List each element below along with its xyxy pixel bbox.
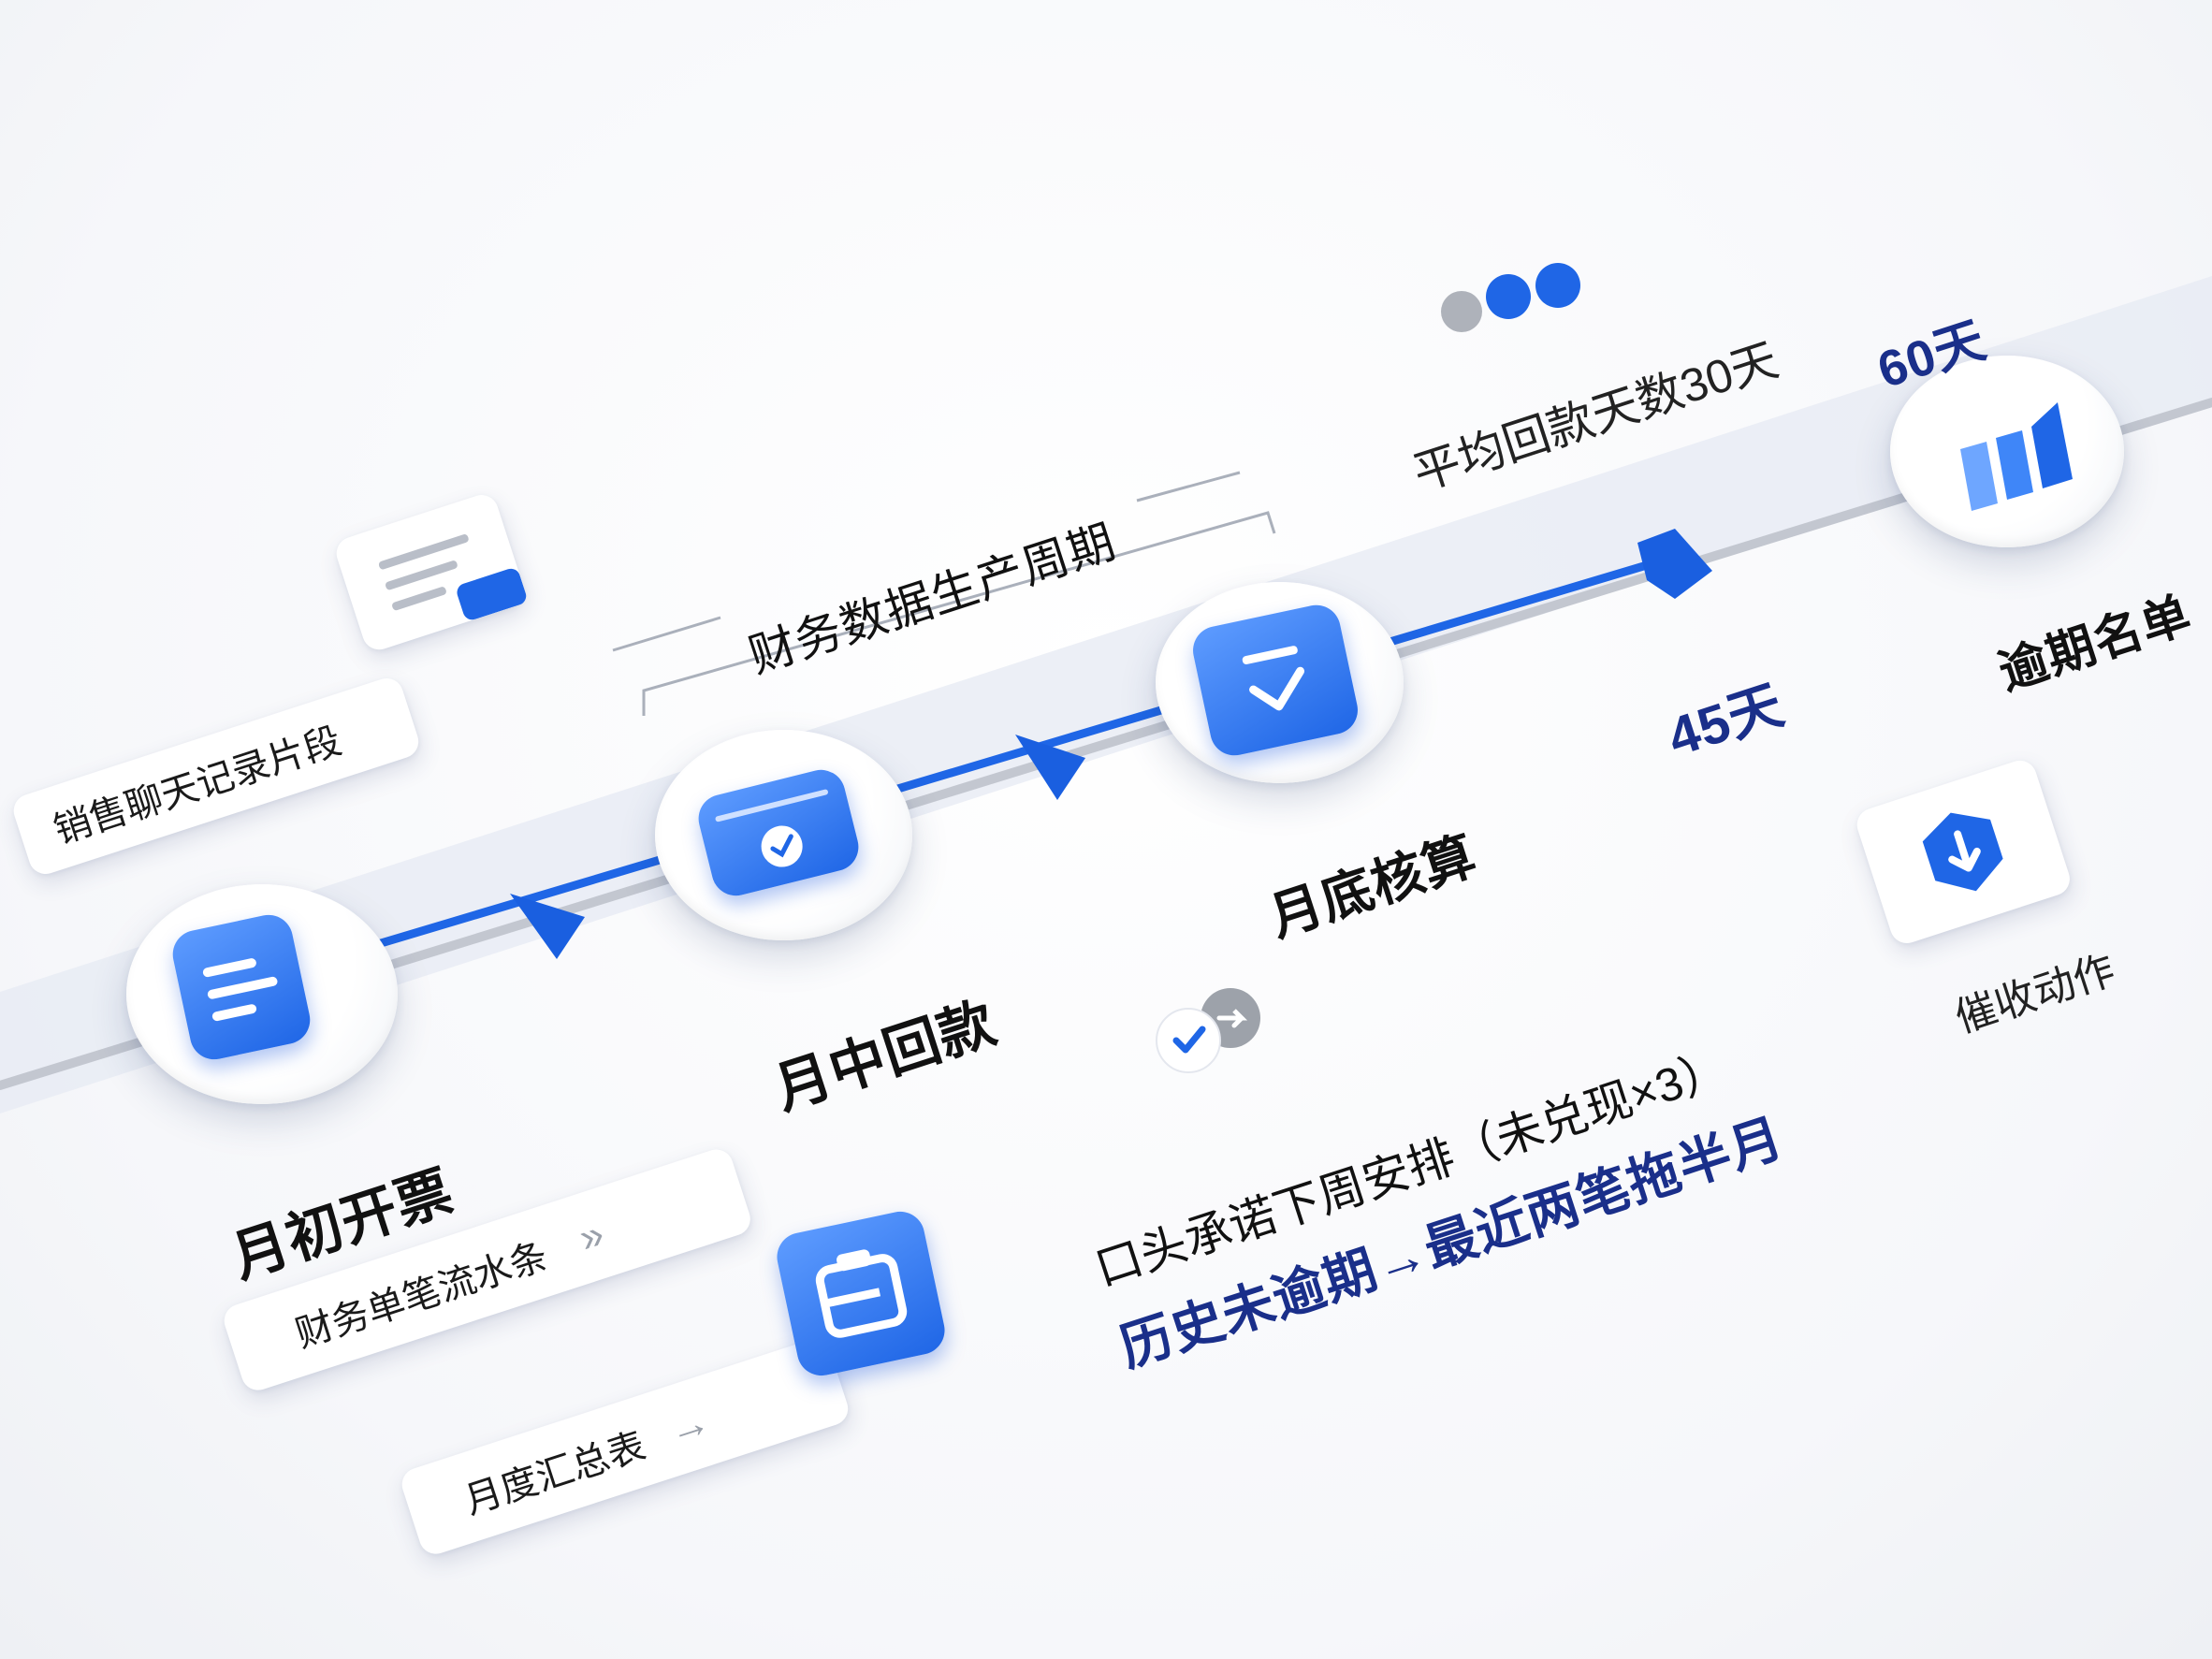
bar-chart-icon: [1942, 393, 2082, 515]
arrow-head-2: [1015, 735, 1085, 800]
message-check-icon: [693, 764, 864, 901]
check-arrow-pair: [1156, 988, 1260, 1073]
stage-node-4[interactable]: [1890, 356, 2124, 547]
collection-action-card[interactable]: [1853, 756, 2074, 948]
shield-down-icon: [1922, 812, 2003, 892]
diamond-marker: [1637, 529, 1712, 599]
stage-node-3[interactable]: [1156, 582, 1404, 783]
check-icon: [1156, 1008, 1221, 1073]
clipboard-icon[interactable]: [772, 1207, 950, 1380]
arrow-right-icon: →: [662, 1397, 716, 1454]
document-icon: [167, 910, 315, 1064]
doc-mini-card[interactable]: [332, 490, 529, 654]
arrow-head-1: [510, 894, 585, 959]
document-lines-icon: [378, 534, 527, 620]
dots-icon: [1441, 263, 1580, 332]
double-chevron-icon: »: [573, 1210, 610, 1261]
checklist-icon: [1188, 600, 1362, 761]
stage-node-1[interactable]: [126, 884, 398, 1104]
stage-node-2[interactable]: [655, 730, 912, 940]
